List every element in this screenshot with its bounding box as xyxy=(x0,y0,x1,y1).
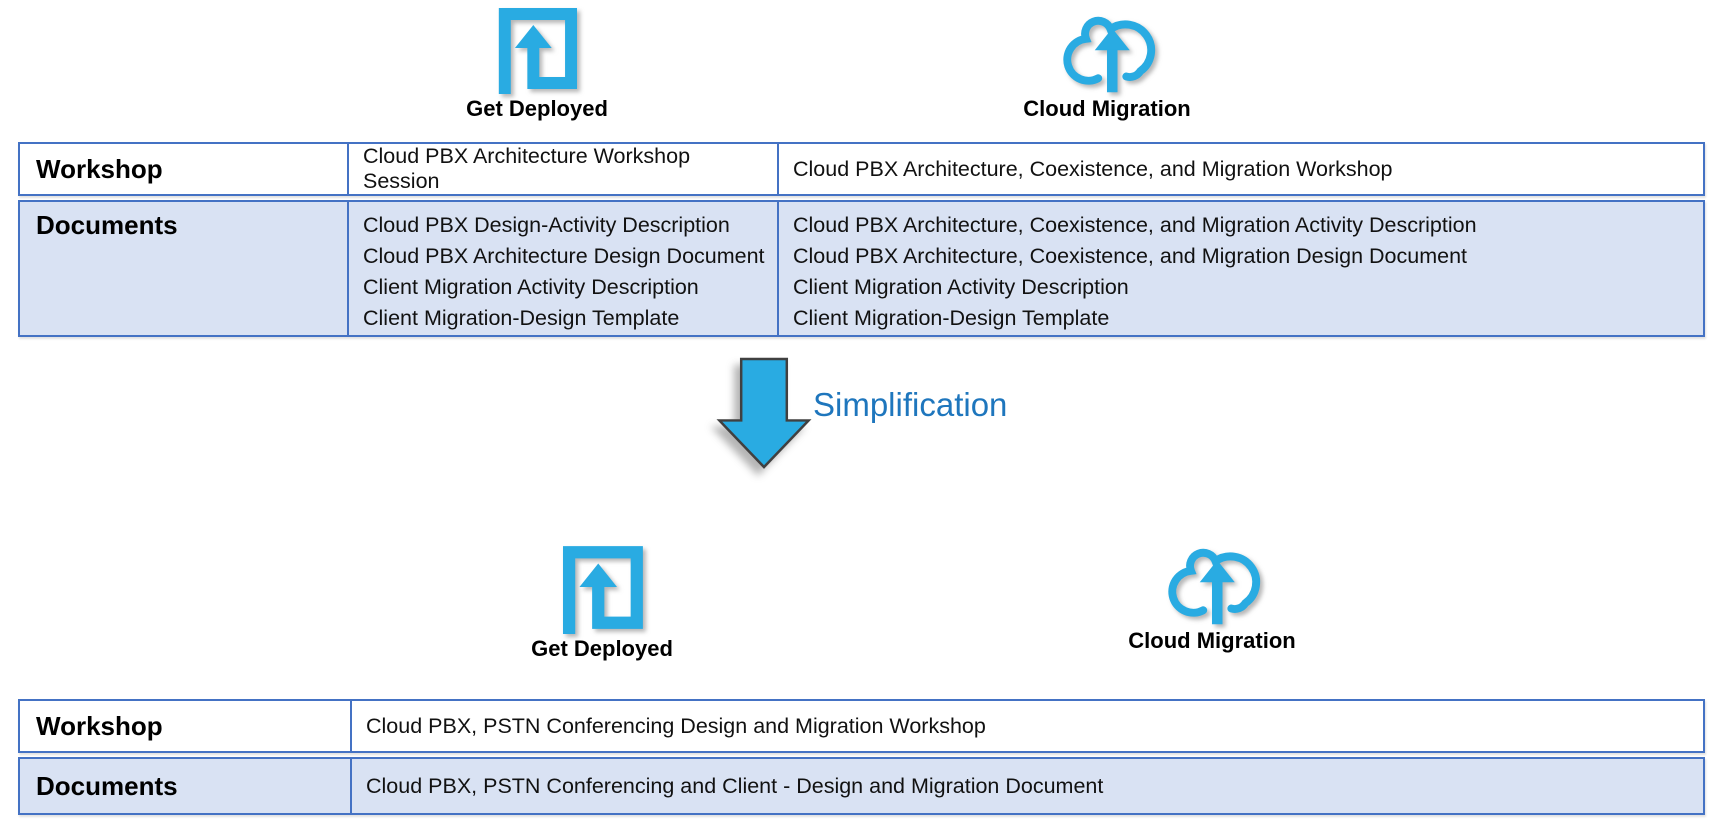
cloud-migration-label: Cloud Migration xyxy=(1023,96,1191,121)
document-line: Cloud PBX Architecture, Coexistence, and… xyxy=(793,244,1468,268)
document-line: Cloud PBX Design-Activity Description xyxy=(363,213,730,237)
down-arrow-icon xyxy=(716,357,812,469)
before-table: Workshop Cloud PBX Architecture Workshop… xyxy=(18,142,1705,337)
before-documents-row: Documents Cloud PBX Design-Activity Desc… xyxy=(18,200,1705,337)
document-line: Client Migration-Design Template xyxy=(793,306,1110,330)
get-deployed-icon xyxy=(498,7,578,94)
cell-text: Cloud PBX, PSTN Conferencing Design and … xyxy=(366,713,986,738)
document-list: Cloud PBX Architecture, Coexistence, and… xyxy=(793,210,1477,334)
documents-row-header: Documents xyxy=(36,770,178,801)
cloud-migration-before: Cloud Migration xyxy=(1002,2,1212,122)
before-workshop-row: Workshop Cloud PBX Architecture Workshop… xyxy=(18,142,1705,196)
cell-text: Cloud PBX Architecture, Coexistence, and… xyxy=(793,156,1393,181)
cloud-migration-icon xyxy=(1063,16,1156,93)
cell-text: Cloud PBX Architecture Workshop Session xyxy=(363,144,691,193)
cloud-migration-icon xyxy=(1168,548,1261,625)
get-deployed-label: Get Deployed xyxy=(531,636,673,661)
after-workshop-row: Workshop Cloud PBX, PSTN Conferencing De… xyxy=(18,699,1705,753)
cloud-migration-label: Cloud Migration xyxy=(1128,628,1296,653)
workshop-content-cell: Cloud PBX, PSTN Conferencing Design and … xyxy=(350,701,1703,751)
get-deployed-label: Get Deployed xyxy=(466,96,608,121)
get-deployed-icon xyxy=(562,546,643,634)
document-line: Cloud PBX Architecture Design Document xyxy=(363,244,765,268)
documents-cloud-migration-cell: Cloud PBX Architecture, Coexistence, and… xyxy=(777,202,1703,335)
document-line: Client Migration-Design Template xyxy=(363,306,680,330)
after-documents-row: Documents Cloud PBX, PSTN Conferencing a… xyxy=(18,757,1705,815)
document-line: Cloud PBX Architecture, Coexistence, and… xyxy=(793,213,1477,237)
workshop-row-header: Workshop xyxy=(36,153,163,184)
workshop-get-deployed-cell: Cloud PBX Architecture Workshop Session xyxy=(347,144,777,194)
documents-row-header: Documents xyxy=(36,210,178,240)
after-table: Workshop Cloud PBX, PSTN Conferencing De… xyxy=(18,699,1705,815)
get-deployed-before: Get Deployed xyxy=(437,2,637,122)
workshop-cloud-migration-cell: Cloud PBX Architecture, Coexistence, and… xyxy=(777,144,1703,194)
document-list: Cloud PBX Design-Activity Description Cl… xyxy=(363,210,765,334)
document-line: Client Migration Activity Description xyxy=(793,275,1129,299)
get-deployed-after: Get Deployed xyxy=(502,540,702,662)
documents-get-deployed-cell: Cloud PBX Design-Activity Description Cl… xyxy=(347,202,777,335)
cell-text: Cloud PBX, PSTN Conferencing and Client … xyxy=(366,773,1104,798)
document-line: Client Migration Activity Description xyxy=(363,275,699,299)
cloud-migration-after: Cloud Migration xyxy=(1112,534,1312,654)
workshop-row-header: Workshop xyxy=(36,710,163,741)
simplification-label: Simplification xyxy=(813,386,1008,423)
documents-content-cell: Cloud PBX, PSTN Conferencing and Client … xyxy=(350,759,1703,813)
